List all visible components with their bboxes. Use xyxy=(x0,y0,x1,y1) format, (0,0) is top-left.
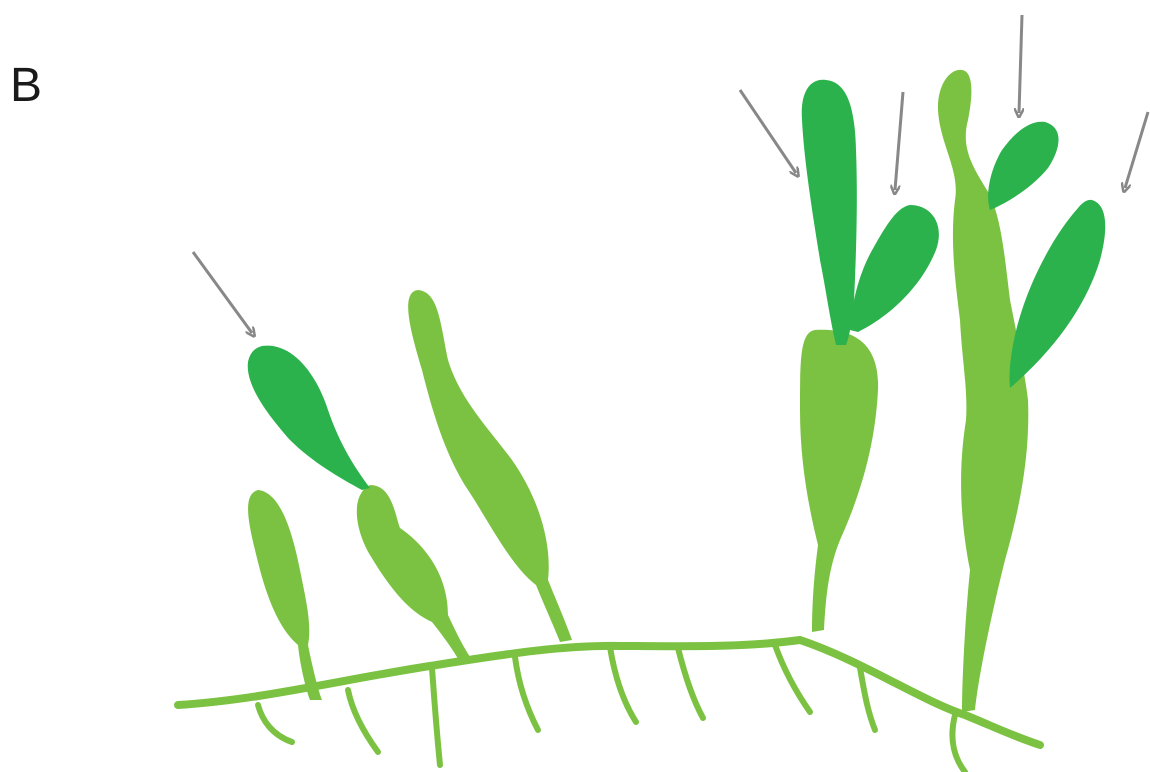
rhizoid xyxy=(515,657,538,730)
light-fronds xyxy=(248,70,1028,712)
arrow-icon xyxy=(740,90,796,173)
rhizoid xyxy=(348,690,378,752)
frond xyxy=(357,485,472,662)
rhizoid xyxy=(432,668,440,765)
shoot xyxy=(850,205,939,332)
rhizoid xyxy=(610,647,636,722)
rhizoid xyxy=(678,648,703,718)
rhizoid xyxy=(775,645,810,712)
frond xyxy=(248,490,322,700)
shoot xyxy=(1010,200,1106,388)
rhizoid xyxy=(860,668,875,730)
rhizoid xyxy=(952,715,965,772)
arrow-icon xyxy=(895,92,903,190)
rhizoid xyxy=(258,705,292,742)
shoot xyxy=(248,346,370,490)
frond xyxy=(800,330,878,632)
shoot xyxy=(988,122,1058,210)
arrow-icon xyxy=(1019,15,1022,113)
shoot xyxy=(802,80,857,345)
arrow-icon xyxy=(1125,112,1148,188)
arrow-icon xyxy=(193,252,252,333)
